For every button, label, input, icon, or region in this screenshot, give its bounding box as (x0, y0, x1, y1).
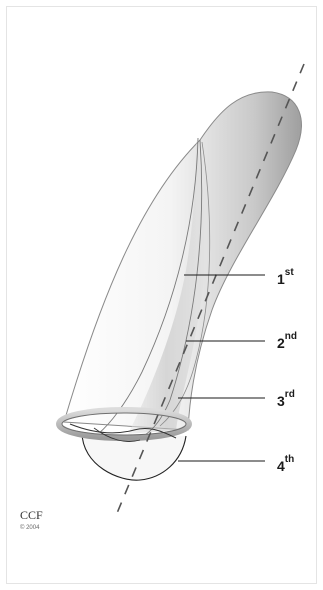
label-4th-suffix: th (285, 454, 294, 465)
label-2nd-number: 2 (277, 335, 285, 351)
label-2nd-suffix: nd (285, 331, 297, 342)
label-3rd-suffix: rd (285, 389, 295, 400)
label-3rd-number: 3 (277, 393, 285, 409)
label-4th: 4th (277, 454, 294, 474)
credit-year: © 2004 (20, 524, 40, 531)
label-1st-suffix: st (285, 267, 295, 278)
label-2nd: 2nd (277, 331, 297, 351)
label-1st: 1st (277, 267, 294, 287)
label-4th-number: 4 (277, 458, 285, 474)
label-1st-number: 1 (277, 271, 285, 287)
credit-name: CCF (20, 508, 43, 522)
label-3rd: 3rd (277, 389, 295, 409)
